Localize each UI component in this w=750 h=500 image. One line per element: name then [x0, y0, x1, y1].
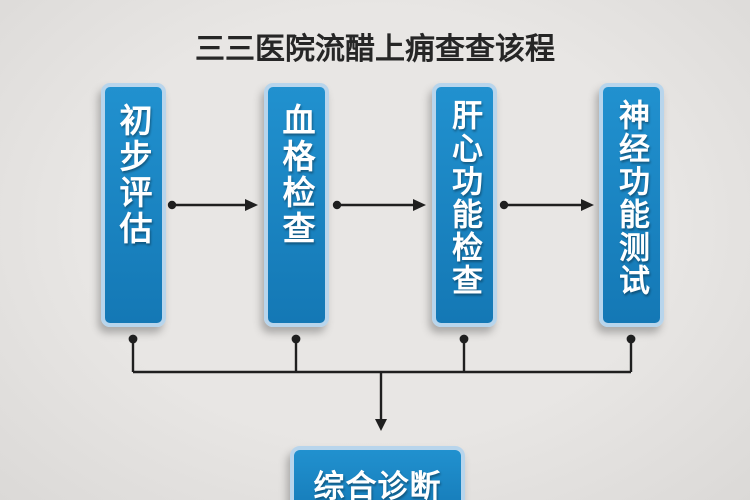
flow-step-liver-heart-function-test: 肝心功能检查	[432, 83, 497, 327]
flow-step-initial-assessment: 初步评估	[101, 83, 166, 327]
flow-step-final-diagnosis: 综合诊断	[290, 446, 465, 500]
flow-step-label: 初步评估	[115, 103, 152, 247]
flow-step-label: 肝心功能检查	[447, 99, 482, 297]
arrow-step1-to-step2	[167, 199, 258, 211]
flow-step-label: 神经功能测试	[614, 99, 649, 297]
flow-step-blood-test: 血格检查	[264, 83, 329, 327]
arrow-step3-to-step4	[499, 199, 594, 211]
flow-step-label: 综合诊断	[313, 469, 442, 500]
arrow-step2-to-step3	[332, 199, 426, 211]
merge-connector-to-final	[128, 334, 636, 431]
flow-step-label: 血格检查	[278, 103, 315, 247]
flow-step-neuro-function-test: 神经功能测试	[599, 83, 664, 327]
page-title: 三三医院流醋上痈查查该程	[195, 33, 555, 66]
